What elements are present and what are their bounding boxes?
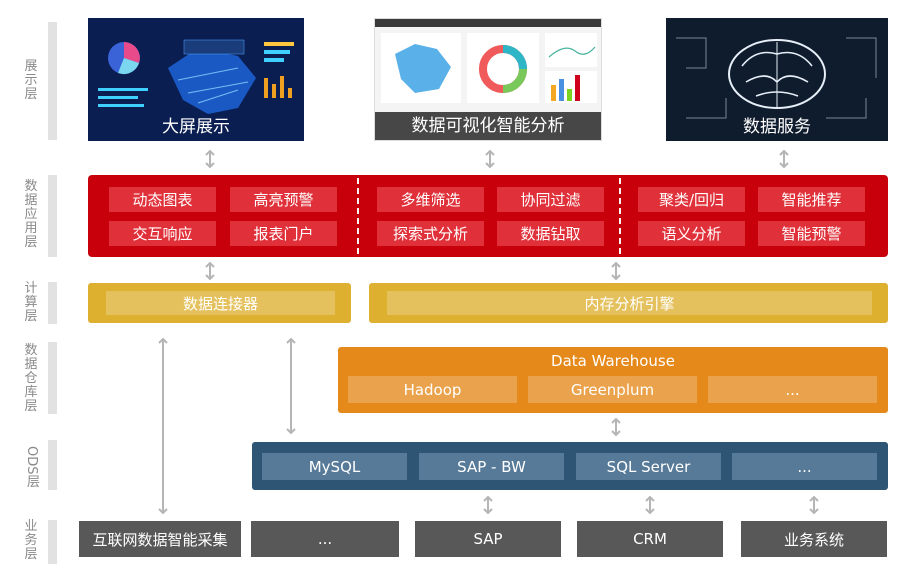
arrow-display-app-1 [205, 149, 215, 169]
warehouse-item-more: ... [708, 376, 877, 403]
ods-item-mysql: MySQL [262, 453, 407, 480]
axis-label-display: 展示层 [24, 59, 38, 102]
axis-label-warehouse: 数据仓库层 [24, 343, 38, 414]
app-item-multi-filter: 多维筛选 [377, 187, 484, 212]
panel-data-service: 数据服务 [666, 18, 888, 141]
arrow-warehouse-ods [611, 417, 621, 437]
app-item-report-portal: 报表门户 [230, 221, 337, 246]
app-item-exploratory-analysis: 探索式分析 [377, 221, 484, 246]
arrow-ods-sap [483, 495, 493, 515]
brain-circuit-illustration [666, 18, 888, 141]
business-item-more: ... [251, 521, 399, 557]
app-layer-box [88, 175, 888, 257]
ods-item-sap-bw: SAP - BW [419, 453, 564, 480]
app-item-clustering-regression: 聚类/回归 [638, 187, 745, 212]
axis-label-compute: 计算层 [24, 281, 38, 324]
axis-bar-app [48, 175, 57, 257]
arrow-app-compute-2 [611, 261, 621, 281]
warehouse-item-greenplum: Greenplum [528, 376, 697, 403]
app-layer-divider-2 [619, 178, 621, 254]
app-layer-divider-1 [357, 178, 359, 254]
warehouse-title: Data Warehouse [551, 352, 675, 370]
panel-visual-analytics: 数据可视化智能分析 [374, 18, 602, 141]
memory-analysis-engine: 内存分析引擎 [387, 291, 872, 315]
app-item-smart-alert: 智能预警 [758, 221, 865, 246]
business-item-internet-collection: 互联网数据智能采集 [79, 521, 241, 557]
panel-caption-big-screen: 大屏展示 [162, 117, 230, 137]
ods-item-sql-server: SQL Server [576, 453, 721, 480]
app-item-data-drill: 数据钻取 [497, 221, 604, 246]
panel-big-screen: 大屏展示 [88, 18, 304, 141]
visual-analytics-illustration [375, 19, 601, 103]
app-item-interactive-response: 交互响应 [109, 221, 216, 246]
warehouse-item-hadoop: Hadoop [348, 376, 517, 403]
panel-caption-data-service: 数据服务 [743, 117, 811, 137]
business-item-business-system: 业务系统 [741, 521, 887, 557]
axis-label-app: 数据应用层 [24, 179, 38, 250]
arrow-display-app-2 [485, 149, 495, 169]
panel-caption-visual-analytics: 数据可视化智能分析 [375, 112, 601, 140]
arrow-long-ods [286, 337, 296, 435]
app-item-collab-filter: 协同过滤 [497, 187, 604, 212]
app-item-highlight-alert: 高亮预警 [230, 187, 337, 212]
app-item-dynamic-chart: 动态图表 [109, 187, 216, 212]
business-item-crm: CRM [577, 521, 723, 557]
arrow-app-compute-1 [205, 261, 215, 281]
app-item-semantic-analysis: 语义分析 [638, 221, 745, 246]
axis-bar-business [48, 520, 57, 564]
axis-label-ods: ODS层 [24, 446, 39, 488]
compute-left-box [88, 283, 351, 323]
arrow-ods-business-system [809, 495, 819, 515]
arrow-display-app-3 [779, 149, 789, 169]
data-connector: 数据连接器 [106, 291, 335, 315]
axis-bar-compute [48, 282, 57, 324]
app-item-smart-recommend: 智能推荐 [758, 187, 865, 212]
axis-bar-ods [48, 440, 57, 490]
big-screen-illustration [88, 18, 304, 141]
axis-bar-warehouse [48, 342, 57, 414]
warehouse-box [338, 347, 888, 413]
compute-right-box [369, 283, 888, 323]
ods-item-more: ... [732, 453, 877, 480]
arrow-ods-crm [645, 495, 655, 515]
axis-bar-display [48, 22, 57, 140]
axis-label-business: 业务层 [24, 519, 38, 562]
arrow-long-internet [158, 337, 168, 515]
business-item-sap: SAP [415, 521, 561, 557]
